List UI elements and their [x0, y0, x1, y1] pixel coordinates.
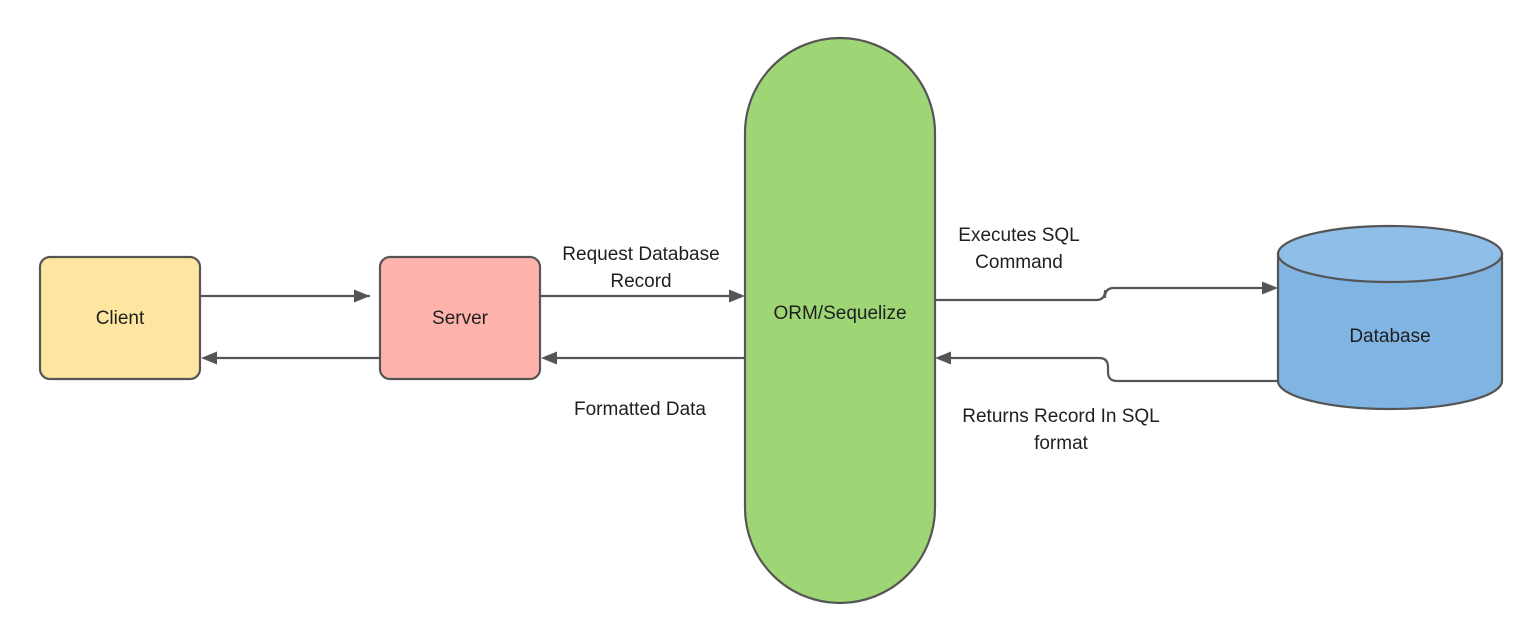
edge-label-executes-sql-command: Executes SQL Command	[958, 225, 1079, 273]
node-database[interactable]: Database	[1276, 224, 1504, 411]
request-database-record-line1: Request Database	[562, 244, 719, 265]
executes-sql-line1: Executes SQL	[958, 225, 1079, 246]
edge-label-request-database-record: Request Database Record	[562, 244, 719, 292]
edge-label-returns-record-sql-format: Returns Record In SQL format	[962, 406, 1159, 454]
database-cylinder-top	[1276, 224, 1504, 284]
client-label: Client	[96, 308, 145, 329]
edge-orm-to-database[interactable]	[935, 281, 1278, 302]
database-label: Database	[1349, 326, 1430, 347]
edge-database-to-orm[interactable]	[935, 351, 1278, 383]
node-orm[interactable]: ORM/Sequelize	[743, 36, 937, 605]
edge-server-to-orm[interactable]	[541, 289, 745, 303]
node-client[interactable]: Client	[38, 255, 202, 381]
client-box-shape	[38, 255, 202, 381]
server-box-shape	[378, 255, 542, 381]
formatted-data-line1: Formatted Data	[574, 399, 706, 420]
executes-sql-line2: Command	[975, 252, 1063, 273]
edge-client-to-server[interactable]	[201, 289, 370, 303]
server-label: Server	[432, 308, 489, 329]
database-cylinder-body	[1276, 252, 1504, 411]
request-database-record-line2: Record	[610, 271, 671, 292]
returns-record-line2: format	[1034, 433, 1089, 454]
edge-label-formatted-data: Formatted Data	[574, 399, 706, 420]
node-server[interactable]: Server	[378, 255, 542, 381]
returns-record-line1: Returns Record In SQL	[962, 406, 1159, 427]
orm-label: ORM/Sequelize	[773, 303, 906, 324]
orm-stadium-shape	[743, 36, 937, 605]
